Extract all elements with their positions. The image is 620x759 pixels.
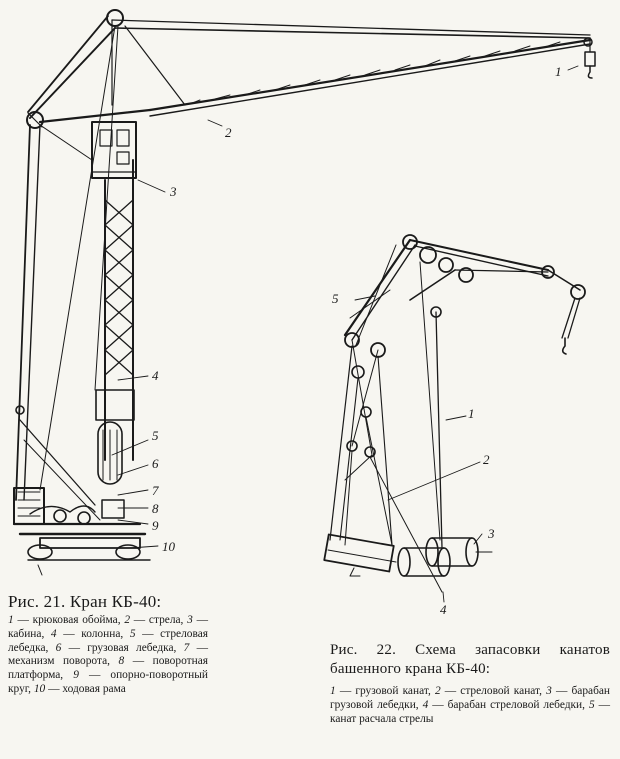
legend-text: — поворотная платформа, <box>8 655 208 682</box>
callout-1: 1 <box>555 64 562 79</box>
fig21-legend-item: 7 — механизм поворота, <box>8 642 208 668</box>
legend-number: 7 <box>183 641 190 654</box>
legend-text: — колонна, <box>56 627 130 640</box>
legend-text: — стреловая лебедка, <box>8 627 208 654</box>
legend-text: — опорно-поворотный круг, <box>8 669 209 695</box>
legend-text: — крюковая обойма, <box>13 614 125 626</box>
fig21-legend: 1 — крюковая обойма, 2 — стрела, 3 — каб… <box>8 614 208 697</box>
fig21-callouts: 1 2 3 4 5 6 7 8 9 10 <box>152 64 562 554</box>
fig22-caption: Рис. 22. Схема запасовки канатов башенно… <box>330 641 610 726</box>
fig22-caption-title: Рис. 22. Схема запасовки канатов башенно… <box>330 642 610 677</box>
reeving-diagram <box>323 234 586 603</box>
callout-9: 9 <box>152 518 159 533</box>
fig22-legend-item: 1 — грузовой канат, <box>330 685 435 697</box>
callout-2: 2 <box>225 125 232 140</box>
fig21-caption-title: Рис. 21. Кран КБ-40: <box>8 592 162 611</box>
legend-text: — барабан стреловой лебедки, <box>428 698 589 711</box>
crane-base <box>12 487 151 576</box>
fig22-legend-item: 2 — стреловой канат, <box>435 685 546 697</box>
legend-number: 5 <box>588 698 595 711</box>
fig22-legend-item: 4 — барабан стреловой лебедки, <box>423 699 589 711</box>
callout-7: 7 <box>152 483 159 498</box>
fig22-callouts: 1 2 3 4 5 <box>332 291 495 617</box>
fig22-legend-item: 5 — канат расчала стрелы <box>330 699 610 725</box>
callout-1: 1 <box>468 406 475 421</box>
legend-text: — стрела, <box>130 614 188 626</box>
legend-number: 3 <box>546 685 552 697</box>
legend-text: — кабина, <box>8 614 208 640</box>
legend-number: 8 <box>118 655 125 668</box>
callout-4: 4 <box>152 368 159 383</box>
legend-number: 6 <box>55 641 62 654</box>
fig21-legend-item: 1 — крюковая обойма, <box>8 614 124 626</box>
fig21-legend-item: 8 — поворотная платформа, <box>8 655 208 681</box>
legend-number: 2 <box>434 685 441 697</box>
callout-3: 3 <box>169 184 177 199</box>
crane-boom <box>27 15 593 124</box>
callout-10: 10 <box>162 539 176 554</box>
legend-text: — ходовая рама <box>45 682 126 695</box>
callout-5: 5 <box>332 291 339 306</box>
legend-text: — грузовая лебедка, <box>61 641 184 654</box>
crane-drawing <box>12 9 596 576</box>
legend-number: 9 <box>73 669 79 682</box>
fig22-legend: 1 — грузовой канат, 2 — стреловой канат,… <box>330 685 610 726</box>
legend-text: — канат расчала стрелы <box>330 698 610 725</box>
fig21-legend-item: 3 — кабина, <box>8 614 208 640</box>
callout-5: 5 <box>152 428 159 443</box>
legend-text: — грузовой канат, <box>335 685 435 697</box>
fig21-legend-item: 9 — опорно-поворотный круг, <box>8 669 208 695</box>
fig21-legend-item: 10 — ходовая рама <box>34 683 126 695</box>
fig21-legend-item: 2 — стрела, <box>124 614 187 626</box>
legend-number: 2 <box>124 614 131 626</box>
callout-6: 6 <box>152 456 159 471</box>
fig22-legend-item: 3 — барабан грузовой лебедки, <box>330 685 610 711</box>
fig21-legend-item: 6 — грузовая лебедка, <box>56 642 184 654</box>
legend-number: 5 <box>129 627 136 640</box>
legend-number: 10 <box>33 682 46 695</box>
callout-3: 3 <box>487 526 495 541</box>
boom-drum <box>397 547 451 577</box>
legend-number: 4 <box>50 627 57 640</box>
legend-text: — стреловой канат, <box>440 685 547 697</box>
callout-4: 4 <box>440 602 447 617</box>
callout-8: 8 <box>152 501 159 516</box>
legend-number: 1 <box>330 685 336 697</box>
hoist-drum <box>425 537 493 567</box>
fig21-legend-item: 4 — колонна, <box>51 628 130 640</box>
crane-column <box>95 159 135 485</box>
crane-cab <box>91 121 137 179</box>
hook-block <box>584 37 596 79</box>
callout-2: 2 <box>483 452 490 467</box>
fig21-caption: Рис. 21. Кран КБ-40: 1 — крюковая обойма… <box>8 592 208 697</box>
legend-text: — барабан грузовой лебедки, <box>330 685 611 711</box>
fig21-legend-item: 5 — стреловая лебедка, <box>8 628 208 654</box>
legend-number: 4 <box>422 698 429 711</box>
legend-number: 3 <box>187 614 193 626</box>
legend-text: — механизм поворота, <box>8 641 208 668</box>
legend-number: 1 <box>8 614 14 626</box>
